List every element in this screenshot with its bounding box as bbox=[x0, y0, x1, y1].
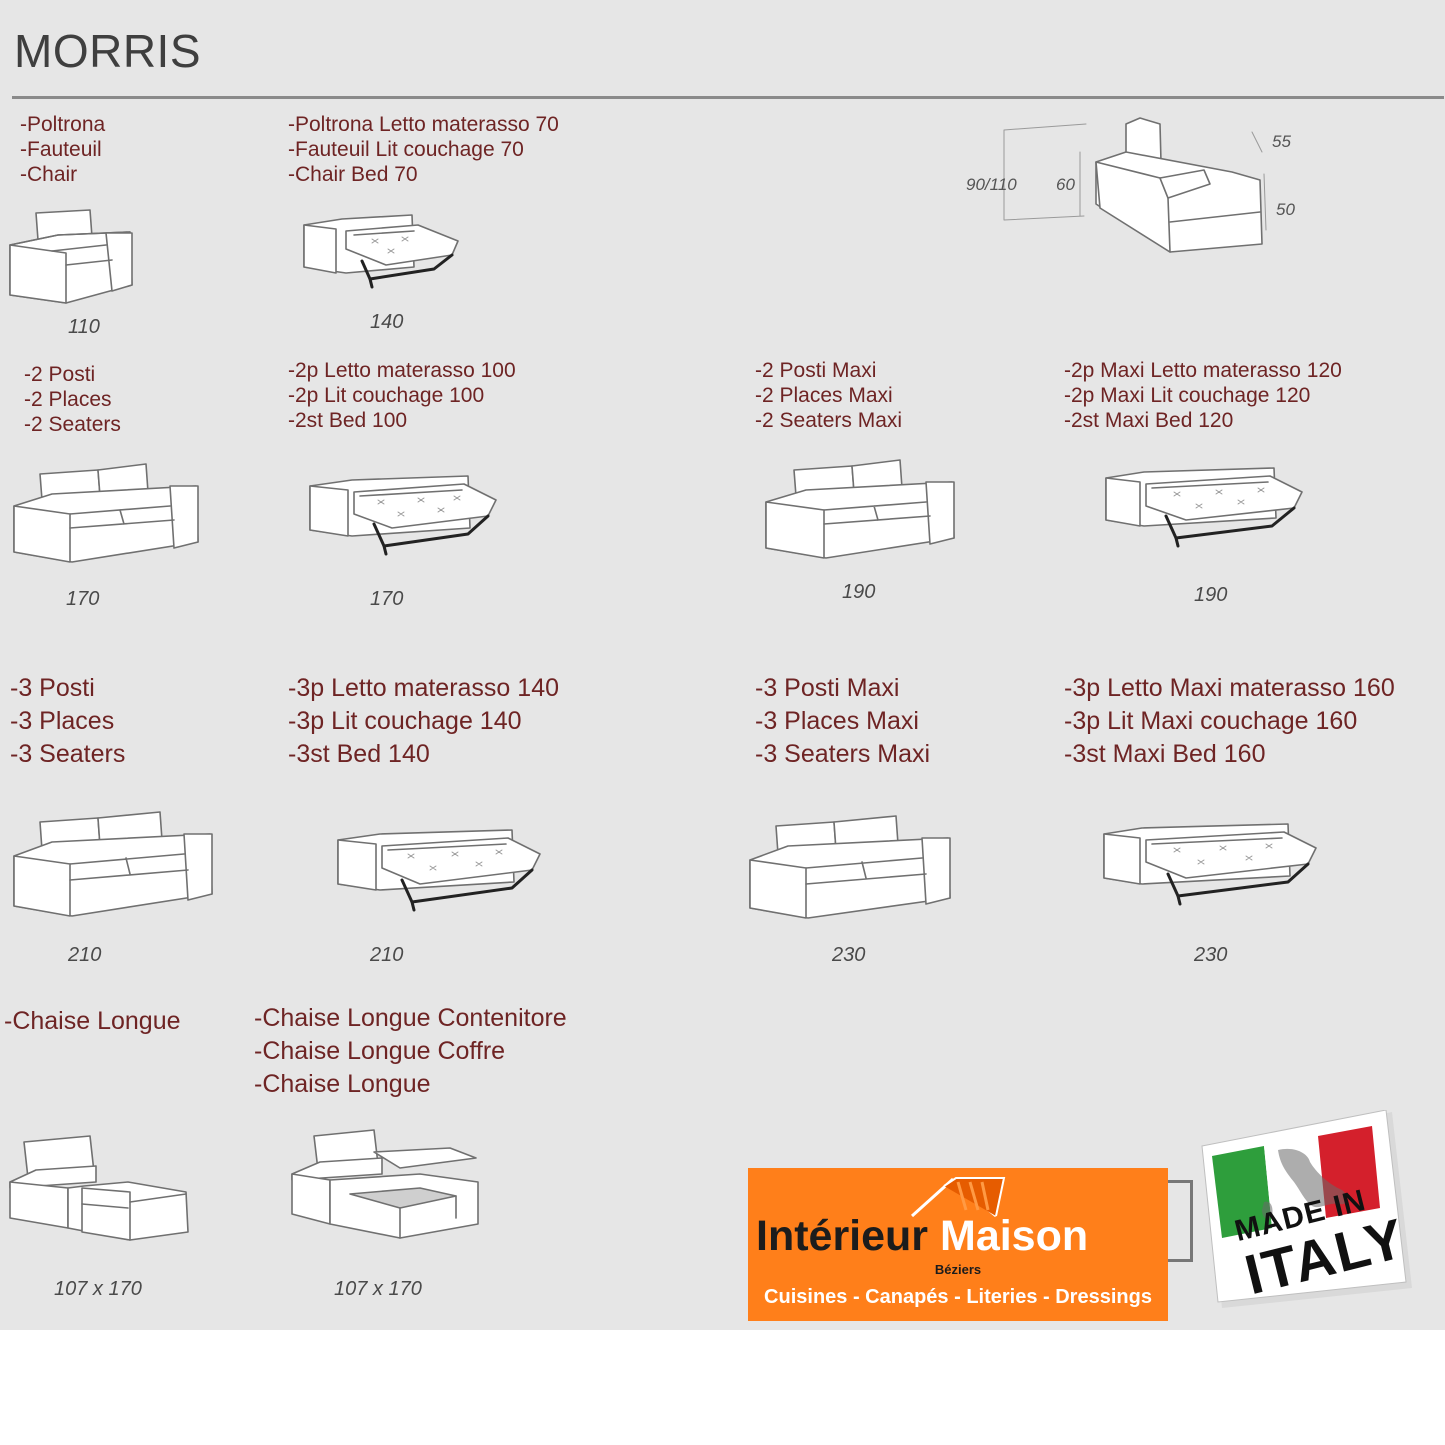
logo-name: Intérieur Maison bbox=[756, 1212, 1088, 1261]
dimension-2-seater: 170 bbox=[66, 588, 100, 610]
interieur-maison-logo: Intérieur Maison Béziers Cuisines - Cana… bbox=[748, 1168, 1168, 1321]
dimension-3p-bed: 210 bbox=[370, 944, 404, 966]
label-line: -Chair Bed 70 bbox=[288, 163, 418, 187]
label-line: -Poltrona bbox=[20, 113, 106, 136]
label-line: -3 Places bbox=[10, 707, 115, 735]
2-seater-maxi-drawing bbox=[765, 459, 955, 559]
chair-bed-drawing bbox=[303, 214, 459, 289]
seat-height-label: 50 bbox=[1276, 200, 1295, 219]
flag-green bbox=[1212, 1146, 1272, 1238]
logo-city: Béziers bbox=[934, 1262, 982, 1277]
made-in-italy-badge bbox=[1201, 1110, 1412, 1308]
label-line: -2 Places Maxi bbox=[755, 384, 893, 408]
label-line: -3 Posti bbox=[10, 674, 95, 702]
italy-map-icon bbox=[1278, 1148, 1348, 1208]
label-line: -2 Posti bbox=[24, 363, 96, 386]
item-label-chair-bed: -Poltrona Letto materasso 70 -Fauteuil L… bbox=[288, 112, 559, 188]
label-line: -3 Posti Maxi bbox=[755, 674, 900, 702]
dimension-chaise-longue-storage: 107 x 170 bbox=[334, 1278, 422, 1300]
dimension-3-seater: 210 bbox=[68, 944, 102, 966]
label-line: -2p Lit couchage 100 bbox=[288, 384, 485, 408]
label-line: -3st Bed 140 bbox=[288, 740, 430, 768]
item-label-2p-maxi-bed: -2p Maxi Letto materasso 120 -2p Maxi Li… bbox=[1064, 358, 1342, 434]
label-line: -2st Maxi Bed 120 bbox=[1064, 409, 1234, 433]
item-label-2-seater: -2 Posti -2 Places -2 Seaters bbox=[24, 362, 121, 438]
side-profile-drawing bbox=[1003, 117, 1267, 253]
label-line: -3 Places Maxi bbox=[755, 707, 919, 735]
3-seater-maxi-drawing bbox=[749, 815, 951, 919]
label-line: -Chaise Longue bbox=[254, 1070, 431, 1098]
label-line: -3p Letto materasso 140 bbox=[288, 674, 559, 702]
title-divider bbox=[12, 96, 1444, 99]
dimension-3p-maxi-bed: 230 bbox=[1194, 944, 1228, 966]
dimension-2p-bed: 170 bbox=[370, 588, 404, 610]
label-line: -2st Bed 100 bbox=[288, 409, 408, 433]
item-label-chair: -Poltrona -Fauteuil -Chair bbox=[20, 112, 105, 188]
product-sheet: MORRIS -Poltrona -Fauteuil -Chair 110 -P… bbox=[0, 0, 1445, 1330]
logo-bracket bbox=[1168, 1180, 1193, 1262]
label-line: -2 Seaters bbox=[24, 413, 121, 437]
label-line: -Chair bbox=[20, 163, 78, 187]
item-label-3p-maxi-bed: -3p Letto Maxi materasso 160 -3p Lit Max… bbox=[1064, 672, 1395, 771]
logo-name-part-2: Maison bbox=[940, 1212, 1089, 1260]
label-line: -Poltrona Letto materasso 70 bbox=[288, 113, 559, 136]
3-seater-drawing bbox=[13, 811, 213, 917]
page-title: MORRIS bbox=[14, 25, 201, 77]
label-line: -2p Maxi Letto materasso 120 bbox=[1064, 359, 1342, 382]
label-line: -3p Letto Maxi materasso 160 bbox=[1064, 674, 1395, 702]
label-line: -2 Seaters Maxi bbox=[755, 409, 903, 433]
label-line: -3 Seaters bbox=[10, 740, 126, 768]
label-line: -Fauteuil bbox=[20, 138, 102, 162]
logo-tagline: Cuisines - Canapés - Literies - Dressing… bbox=[764, 1286, 1152, 1308]
logo-name-part-1: Intérieur bbox=[756, 1212, 929, 1260]
dimension-chair: 110 bbox=[68, 316, 100, 338]
dimension-2-seater-maxi: 190 bbox=[842, 581, 876, 603]
label-line: -Chaise Longue bbox=[4, 1007, 181, 1035]
dimension-chair-bed: 140 bbox=[370, 311, 404, 333]
item-label-chaise-longue: -Chaise Longue bbox=[4, 1005, 181, 1038]
label-line: -Fauteuil Lit couchage 70 bbox=[288, 138, 524, 162]
label-line: -3st Maxi Bed 160 bbox=[1064, 740, 1266, 768]
dimension-3-seater-maxi: 230 bbox=[832, 944, 866, 966]
seat-depth-label: 60 bbox=[1056, 175, 1075, 194]
item-label-3-seater: -3 Posti -3 Places -3 Seaters bbox=[10, 672, 125, 771]
roof-icon bbox=[910, 1177, 1006, 1218]
label-line: -2p Maxi Lit couchage 120 bbox=[1064, 384, 1311, 408]
dimension-chaise-longue: 107 x 170 bbox=[54, 1278, 142, 1300]
item-label-3-seater-maxi: -3 Posti Maxi -3 Places Maxi -3 Seaters … bbox=[755, 672, 930, 771]
dimension-2p-maxi-bed: 190 bbox=[1194, 584, 1228, 606]
2-seater-drawing bbox=[13, 463, 199, 563]
label-line: -Chaise Longue Contenitore bbox=[254, 1004, 567, 1032]
label-line: -3p Lit Maxi couchage 160 bbox=[1064, 707, 1358, 735]
label-line: -Chaise Longue Coffre bbox=[254, 1037, 506, 1065]
label-line: -2 Places bbox=[24, 388, 112, 412]
3p-maxi-bed-drawing bbox=[1103, 823, 1317, 906]
2p-bed-drawing bbox=[309, 475, 497, 556]
chair-drawing bbox=[9, 209, 133, 304]
item-label-chaise-longue-storage: -Chaise Longue Contenitore -Chaise Longu… bbox=[254, 1002, 567, 1101]
total-height-label: 90/110 bbox=[966, 175, 1017, 194]
chaise-longue-storage-drawing bbox=[291, 1129, 479, 1239]
label-line: -2 Posti Maxi bbox=[755, 359, 877, 382]
armrest-label: 55 bbox=[1272, 132, 1291, 151]
item-label-2p-bed: -2p Letto materasso 100 -2p Lit couchage… bbox=[288, 358, 516, 434]
label-line: -3p Lit couchage 140 bbox=[288, 707, 522, 735]
2p-maxi-bed-drawing bbox=[1105, 467, 1303, 548]
item-label-2-seater-maxi: -2 Posti Maxi -2 Places Maxi -2 Seaters … bbox=[755, 358, 902, 434]
chaise-longue-drawing bbox=[9, 1135, 189, 1241]
label-line: -2p Letto materasso 100 bbox=[288, 359, 516, 382]
item-label-3p-bed: -3p Letto materasso 140 -3p Lit couchage… bbox=[288, 672, 559, 771]
label-line: -3 Seaters Maxi bbox=[755, 740, 931, 768]
3p-bed-drawing bbox=[337, 829, 541, 912]
